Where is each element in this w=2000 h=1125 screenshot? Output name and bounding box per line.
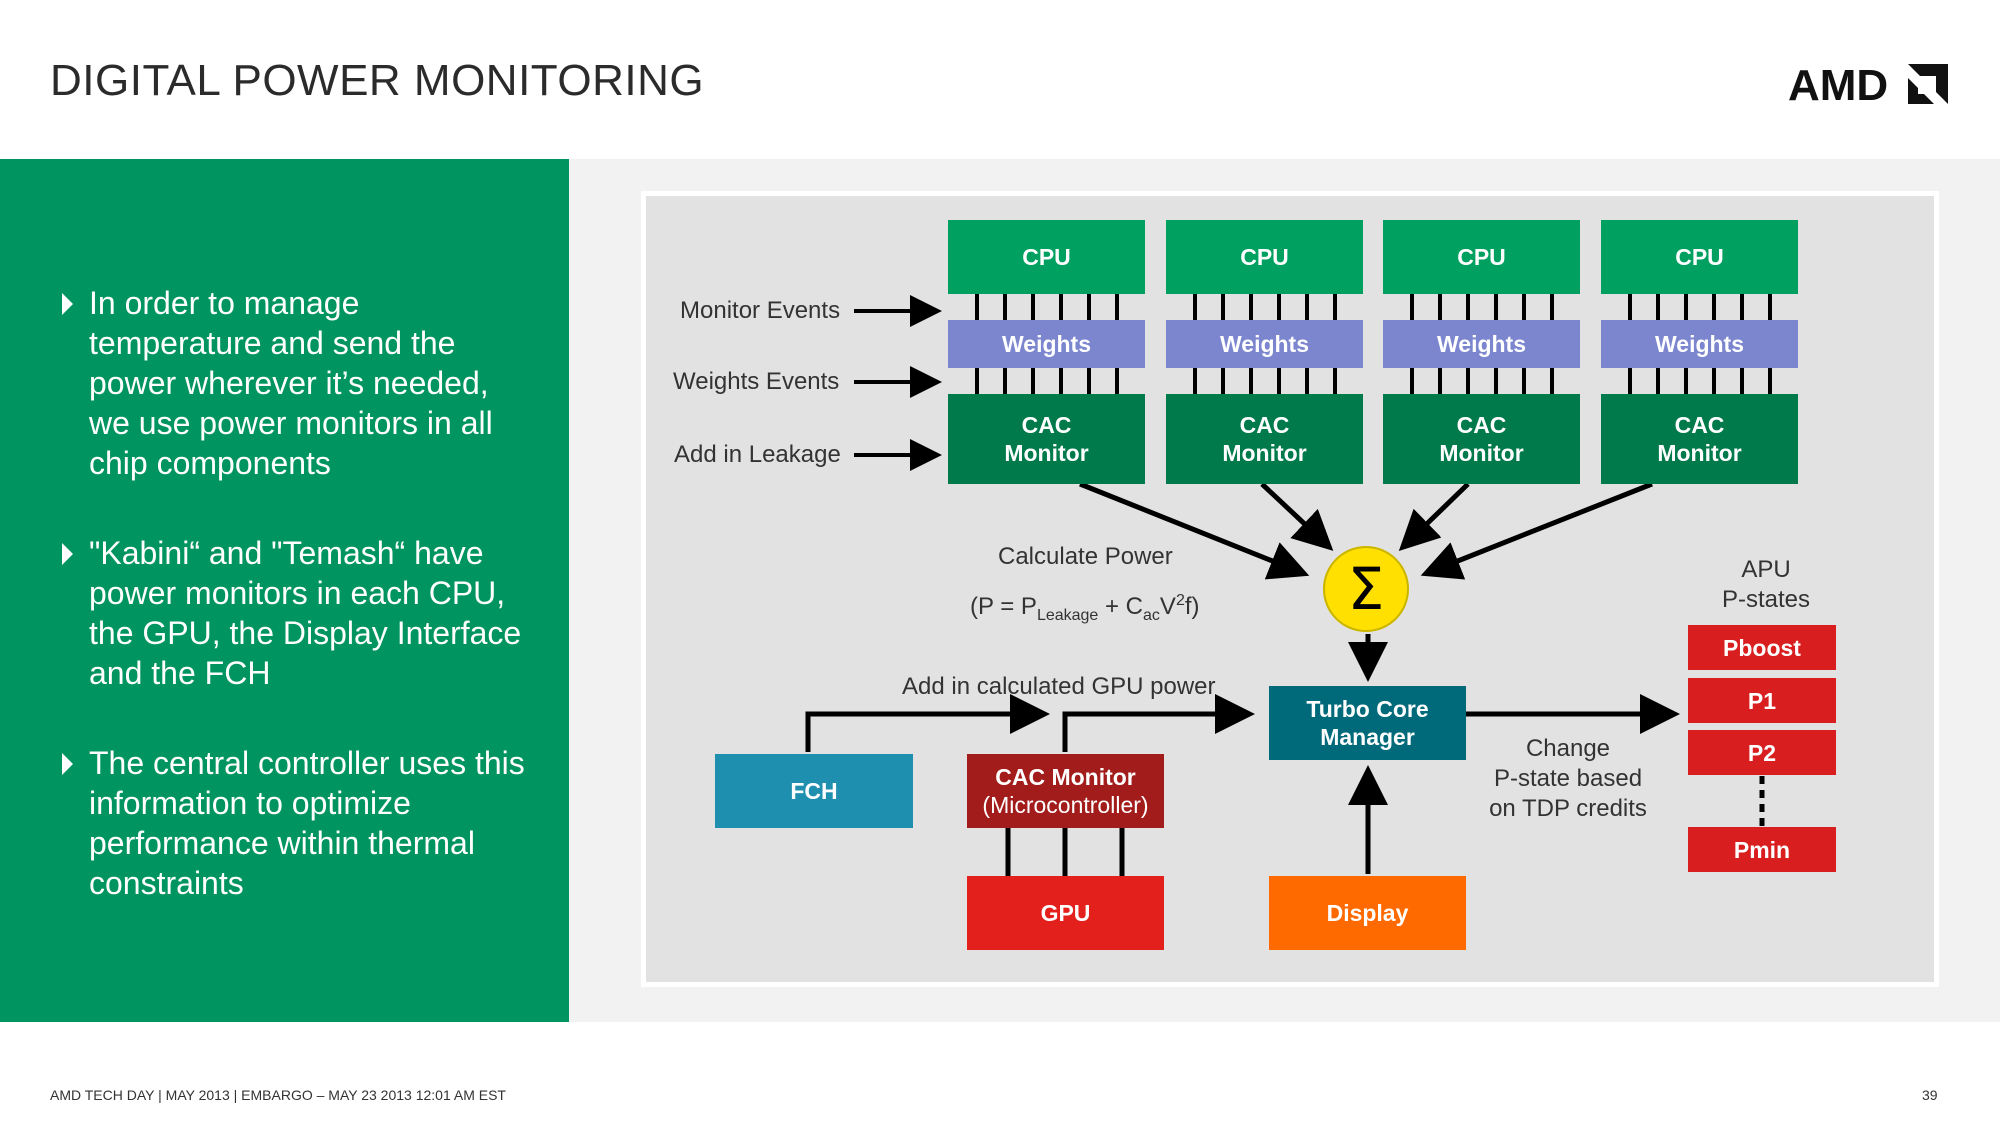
- footer-text: AMD TECH DAY | MAY 2013 | EMBARGO – MAY …: [50, 1087, 506, 1103]
- cpu-block: CPU: [1166, 220, 1363, 294]
- pstate-p2: P2: [1688, 730, 1836, 775]
- weights-block: Weights: [1383, 320, 1580, 368]
- bullet-arrow-icon: [62, 753, 73, 775]
- page-number: 39: [1922, 1087, 1938, 1103]
- pstate-pboost: Pboost: [1688, 625, 1836, 670]
- cac-monitor-block: CAC Monitor: [948, 394, 1145, 484]
- page-title: DIGITAL POWER MONITORING: [50, 56, 705, 105]
- svg-text:AMD: AMD: [1788, 62, 1888, 104]
- gpu-block: GPU: [967, 876, 1164, 950]
- fch-block: FCH: [715, 754, 913, 828]
- cac-monitor-block: CAC Monitor: [1383, 394, 1580, 484]
- bullet-item: "Kabini“ and "Temash“ have power monitor…: [62, 533, 532, 693]
- cac-label-line2: Monitor: [1439, 440, 1524, 466]
- cac-label-line1: CAC: [1674, 412, 1725, 438]
- summary-panel: [0, 159, 569, 1022]
- gpu-power-label: Add in calculated GPU power: [902, 673, 1216, 700]
- cac-monitor-block: CAC Monitor: [1601, 394, 1798, 484]
- cpu-block: CPU: [948, 220, 1145, 294]
- cac-label-line1: CAC: [1239, 412, 1290, 438]
- display-block: Display: [1269, 876, 1466, 950]
- change-pstate-label: Change P-state based on TDP credits: [1489, 735, 1647, 822]
- turbo-core-manager-block: Turbo Core Manager: [1269, 686, 1466, 760]
- input-label: Monitor Events: [680, 297, 841, 324]
- cac-label-line1: CAC: [1456, 412, 1507, 438]
- input-label: Weights Events: [673, 368, 840, 395]
- amd-logo: AMD: [1788, 62, 1948, 104]
- pstate-pmin: Pmin: [1688, 827, 1836, 872]
- bullet-item: In order to manage temperature and send …: [62, 283, 532, 483]
- cac-label-line2: Monitor: [1657, 440, 1742, 466]
- cac-monitor-block: CAC Monitor: [1166, 394, 1363, 484]
- cpu-block: CPU: [1383, 220, 1580, 294]
- bullet-arrow-icon: [62, 293, 73, 315]
- weights-block: Weights: [1166, 320, 1363, 368]
- power-formula: (P = PLeakage + CacV2f): [970, 592, 1200, 624]
- calculate-power-label: Calculate Power: [998, 543, 1173, 570]
- bullet-arrow-icon: [62, 543, 73, 565]
- pstate-p1: P1: [1688, 678, 1836, 723]
- sigma-summation-icon: Σ: [1323, 546, 1409, 632]
- input-label: Add in Leakage: [674, 441, 841, 468]
- cac-microcontroller-block: CAC Monitor (Microcontroller): [967, 754, 1164, 828]
- cpu-block: CPU: [1601, 220, 1798, 294]
- cac-label-line2: Monitor: [1222, 440, 1307, 466]
- apu-pstates-label: APU P-states: [1721, 556, 1811, 613]
- bullet-item: The central controller uses this informa…: [62, 743, 532, 903]
- weights-block: Weights: [948, 320, 1145, 368]
- weights-block: Weights: [1601, 320, 1798, 368]
- cac-label-line2: Monitor: [1004, 440, 1089, 466]
- cac-label-line1: CAC: [1021, 412, 1072, 438]
